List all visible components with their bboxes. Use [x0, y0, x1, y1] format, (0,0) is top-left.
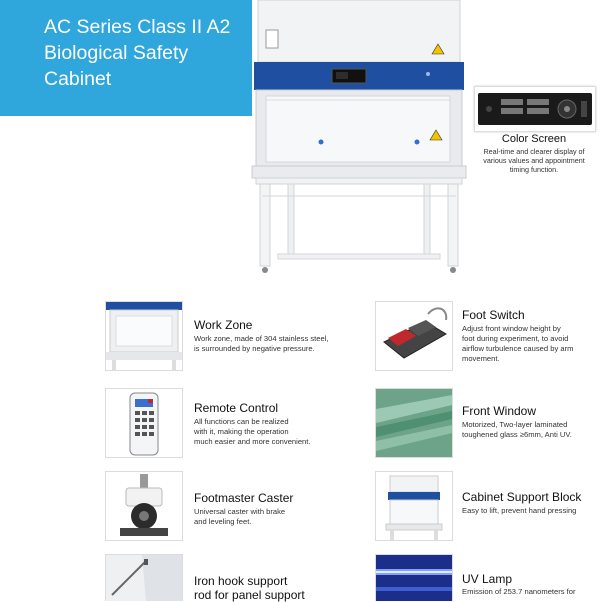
desc-line: much easier and more convenient.	[194, 437, 311, 446]
desc-line: and leveling feet.	[194, 517, 252, 526]
desc-line: Motorized, Two-layer laminated	[462, 420, 568, 429]
desc-line: toughened glass ≥6mm, Anti UV.	[462, 430, 572, 439]
iron-hook-title: Iron hook support rod for panel support	[194, 574, 305, 602]
color-screen-desc-line: various values and appointment	[483, 156, 585, 165]
iron-hook-title-line: rod for panel support	[194, 588, 305, 602]
caster-title: Footmaster Caster	[194, 491, 294, 505]
foot-switch-thumbnail	[375, 301, 453, 371]
desc-line: Universal caster with brake	[194, 507, 286, 516]
color-screen-thumbnail	[474, 86, 596, 132]
uv-lamp-description: Emission of 253.7 nanometers for	[462, 587, 594, 597]
front-window-thumbnail	[375, 388, 453, 458]
support-block-description: Easy to lift, prevent hand pressing	[462, 506, 594, 516]
caster-description: Universal caster with brake and leveling…	[194, 507, 364, 527]
foot-switch-description: Adjust front window height by foot durin…	[462, 324, 594, 364]
desc-line: Work zone, made of 304 stainless steel,	[194, 334, 329, 343]
desc-line: movement.	[462, 354, 500, 363]
iron-hook-title-line: Iron hook support	[194, 574, 288, 588]
caster-thumbnail	[105, 471, 183, 541]
support-block-thumbnail	[375, 471, 453, 541]
work-zone-description: Work zone, made of 304 stainless steel, …	[194, 334, 364, 354]
support-block-title: Cabinet Support Block	[462, 490, 582, 504]
desc-line: All functions can be realized	[194, 417, 289, 426]
uv-lamp-thumbnail	[375, 554, 453, 601]
desc-line: is surrounded by negative pressure.	[194, 344, 315, 353]
color-screen-description: Real-time and clearer display of various…	[470, 147, 598, 174]
foot-switch-title: Foot Switch	[462, 308, 525, 322]
title-banner	[0, 0, 252, 116]
remote-control-description: All functions can be realized with it, m…	[194, 417, 364, 447]
desc-line: Adjust front window height by	[462, 324, 561, 333]
uv-lamp-title: UV Lamp	[462, 572, 513, 586]
desc-line: Emission of 253.7 nanometers for	[462, 587, 576, 596]
desc-line: airflow turbulence caused by arm	[462, 344, 574, 353]
cabinet-illustration	[251, 0, 467, 273]
remote-control-title: Remote Control	[194, 401, 279, 415]
work-zone-thumbnail	[105, 301, 183, 371]
page-title-line-2: Biological Safety	[44, 42, 189, 64]
desc-line: Easy to lift, prevent hand pressing	[462, 506, 577, 515]
iron-hook-thumbnail	[105, 554, 183, 601]
page-title-line-1: AC Series Class II A2	[44, 16, 231, 38]
work-zone-title: Work Zone	[194, 318, 253, 332]
desc-line: foot during experiment, to avoid	[462, 334, 569, 343]
color-screen-title: Color Screen	[501, 133, 567, 145]
desc-line: with it, making the operation	[194, 427, 289, 436]
page-title-line-3: Cabinet	[44, 68, 112, 90]
remote-control-thumbnail	[105, 388, 183, 458]
front-window-description: Motorized, Two-layer laminated toughened…	[462, 420, 594, 440]
color-screen-desc-line: Real-time and clearer display of	[483, 147, 585, 156]
page-title: AC Series Class II A2 Biological Safety …	[44, 14, 254, 92]
color-screen-desc-line: timing function.	[509, 165, 559, 174]
color-screen-icon	[478, 93, 592, 125]
front-window-title: Front Window	[462, 404, 537, 418]
